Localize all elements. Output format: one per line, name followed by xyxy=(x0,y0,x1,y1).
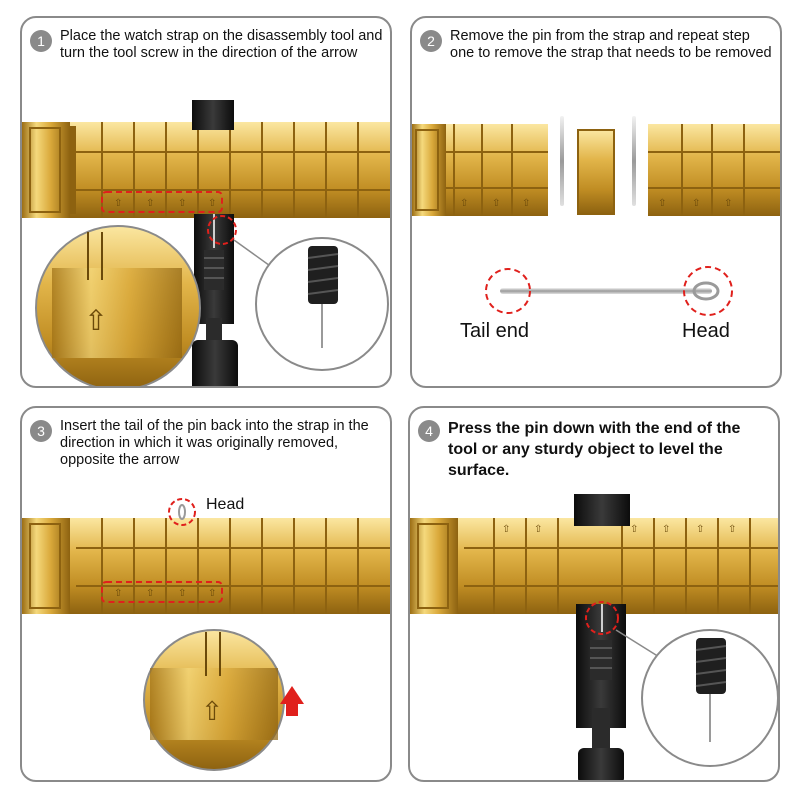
svg-text:⇧: ⇧ xyxy=(492,198,500,209)
step-4-illustration: ⇧ ⇧ ⇧ ⇧ ⇧ ⇧ xyxy=(410,494,778,780)
step-instruction: Insert the tail of the pin back into the… xyxy=(60,418,369,468)
step-3-panel: ⇧ ⇧ ⇧ ⇧ ⇧ 3 Insert the tail of the pin back… xyxy=(20,406,392,782)
svg-text:⇧: ⇧ xyxy=(662,524,670,535)
up-arrow-icon xyxy=(280,686,304,716)
step-4-panel: ⇧ ⇧ ⇧ ⇧ ⇧ ⇧ 4 Press the pin down with the en… xyxy=(408,406,780,782)
svg-text:⇧: ⇧ xyxy=(84,305,107,336)
svg-text:⇧: ⇧ xyxy=(178,198,186,209)
svg-text:⇧: ⇧ xyxy=(658,198,666,209)
step-3-illustration: ⇧ ⇧ ⇧ ⇧ ⇧ xyxy=(22,498,390,771)
step-instruction: Remove the pin from the strap and repeat… xyxy=(450,28,772,61)
step-number-badge: 1 xyxy=(30,30,52,52)
svg-text:⇧: ⇧ xyxy=(146,198,154,209)
step-1-panel: ⇧⇧⇧⇧ ⇧ 1 Place the watch xyxy=(20,16,392,388)
svg-text:⇧: ⇧ xyxy=(502,524,510,535)
pin-icon xyxy=(632,116,636,206)
step-2-illustration: ⇧ ⇧ ⇧ ⇧ ⇧ ⇧ xyxy=(412,116,780,316)
svg-text:⇧: ⇧ xyxy=(696,524,704,535)
step-number-badge: 3 xyxy=(30,420,52,442)
svg-text:⇧: ⇧ xyxy=(460,198,468,209)
tail-end-label: Tail end xyxy=(460,320,529,342)
step-instruction: Press the pin down with the end of the t… xyxy=(448,420,741,479)
head-label: Head xyxy=(682,320,730,342)
svg-text:⇧: ⇧ xyxy=(201,696,223,726)
head-label: Head xyxy=(206,496,245,513)
svg-text:⇧: ⇧ xyxy=(178,588,186,599)
tool-icon xyxy=(574,494,630,526)
svg-text:⇧: ⇧ xyxy=(114,588,122,599)
svg-text:⇧: ⇧ xyxy=(114,198,122,209)
step-2-panel: ⇧ ⇧ ⇧ ⇧ ⇧ ⇧ 2 Remove the pin from the strap … xyxy=(410,16,782,388)
step-1-illustration: ⇧ ⇧ ⇧ ⇧ ⇧ xyxy=(22,100,390,386)
svg-text:⇧: ⇧ xyxy=(728,524,736,535)
svg-text:⇧: ⇧ xyxy=(146,588,154,599)
svg-text:⇧: ⇧ xyxy=(692,198,700,209)
step-instruction: Place the watch strap on the disassembly… xyxy=(60,28,383,61)
svg-text:⇧: ⇧ xyxy=(208,588,216,599)
svg-text:⇧: ⇧ xyxy=(724,198,732,209)
pin-icon xyxy=(560,116,564,206)
step-number-badge: 4 xyxy=(418,420,440,442)
step-number-badge: 2 xyxy=(420,30,442,52)
tool-icon xyxy=(192,100,234,130)
svg-text:⇧: ⇧ xyxy=(208,198,216,209)
svg-text:⇧: ⇧ xyxy=(522,198,530,209)
svg-text:⇧: ⇧ xyxy=(534,524,542,535)
svg-text:⇧: ⇧ xyxy=(630,524,638,535)
